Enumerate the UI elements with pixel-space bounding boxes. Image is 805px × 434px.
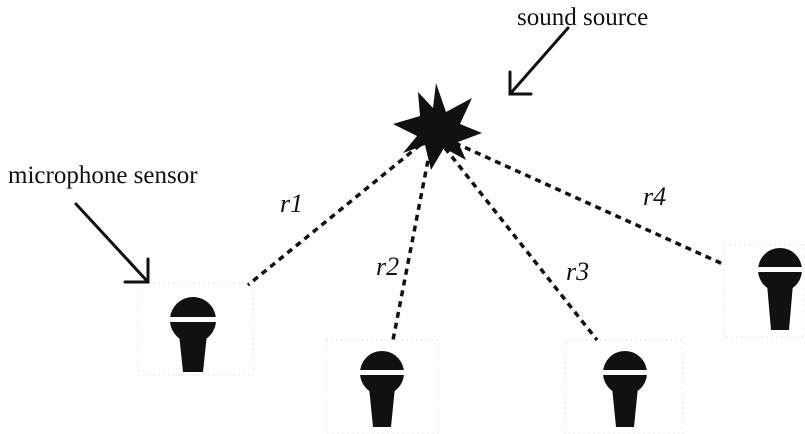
microphone-icon [170,297,216,372]
microphone-sensor-label: microphone sensor [8,162,198,189]
sound-source-label: sound source [517,4,648,31]
r1-label: r1 [280,189,303,218]
microphone-icon [758,248,802,330]
r4-label: r4 [643,182,666,211]
mic-frame-2 [325,339,439,434]
microphone-icon [360,351,404,427]
distance-line-r3 [443,146,599,342]
r3-label: r3 [566,257,589,286]
distance-line-r4 [454,141,726,267]
mic-frame-4 [723,244,805,338]
mic-frame-3 [564,339,684,434]
mic-frame-1 [137,282,254,376]
distance-line-r2 [391,149,432,341]
star-burst-icon [393,83,482,170]
r2-label: r2 [376,252,399,281]
microphone-sensor-arrow [74,202,150,284]
distance-line-r1 [246,143,422,287]
sound-source-arrow [508,26,570,96]
microphone-icon [603,351,647,427]
